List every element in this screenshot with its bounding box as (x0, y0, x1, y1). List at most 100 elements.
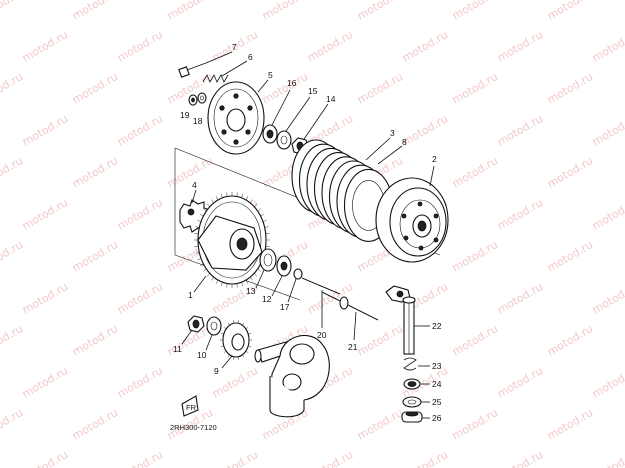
watermark-text: motod.ru (450, 238, 500, 274)
callout-2: 2 (432, 154, 437, 164)
gear-tooth (211, 276, 214, 281)
watermark-text: motod.ru (70, 322, 120, 358)
watermark-text: motod.ru (20, 448, 70, 468)
gear-tooth (220, 332, 224, 335)
callout-14: 14 (326, 94, 336, 104)
gear-tooth (248, 345, 252, 348)
watermark-text: motod.ru (20, 28, 70, 64)
clutch-housing-part-1 (193, 192, 270, 293)
leader-8 (377, 145, 403, 165)
callout-15: 15 (308, 86, 318, 96)
callout-8: 8 (402, 137, 407, 147)
push-rod-part-21 (321, 291, 379, 341)
callout-17: 17 (280, 302, 290, 312)
callout-20: 20 (317, 330, 327, 340)
gear-tooth (262, 219, 267, 222)
gear-tooth (264, 226, 269, 228)
washer-part-19 (188, 94, 198, 106)
watermark-text: motod.ru (355, 0, 405, 23)
watermark-text: motod.ru (545, 154, 595, 190)
svg-text:FR: FR (186, 403, 197, 412)
gear-tooth (265, 246, 270, 248)
gear-tooth (199, 263, 204, 267)
gear-tooth (223, 350, 227, 354)
gear-tooth (211, 199, 214, 204)
gear-tooth (257, 208, 261, 212)
gear-tooth (221, 282, 223, 287)
callout-6: 6 (248, 52, 253, 62)
washer-part-15 (276, 96, 311, 150)
crankshaft (254, 335, 330, 418)
watermark-text: motod.ru (590, 196, 625, 232)
drawing-code: 2RH300-7120 (170, 423, 217, 432)
gear-tooth (197, 258, 202, 261)
watermark-text: motod.ru (355, 322, 405, 358)
watermark-text: motod.ru (115, 364, 165, 400)
watermark-text: motod.ru (70, 238, 120, 274)
gear-tooth (195, 226, 200, 228)
front-direction-marker: FR (181, 395, 199, 417)
primary-drive-gear-part-9 (220, 320, 252, 369)
watermark-text: motod.ru (545, 0, 595, 23)
gear-tooth (195, 252, 200, 254)
gear-tooth (197, 219, 202, 222)
watermark-text: motod.ru (20, 196, 70, 232)
watermark-text: motod.ru (450, 322, 500, 358)
watermark-text: motod.ru (355, 406, 405, 442)
watermark-text: motod.ru (20, 364, 70, 400)
watermark-text: motod.ru (545, 406, 595, 442)
watermark-text: motod.ru (400, 28, 450, 64)
watermark-text: motod.ru (450, 0, 500, 23)
watermark-text: motod.ru (305, 280, 355, 316)
gear-teeth (220, 320, 252, 360)
callout-24: 24 (432, 379, 442, 389)
gear-tooth (206, 203, 210, 207)
watermark-text: motod.ru (590, 448, 625, 468)
gear-tooth (241, 193, 243, 198)
gear-tooth (194, 232, 199, 234)
callout-12: 12 (262, 294, 272, 304)
callout-21: 21 (348, 342, 358, 352)
gear-tooth (248, 332, 252, 335)
callout-1: 1 (188, 290, 193, 300)
gear-tooth (242, 354, 245, 358)
gear-tooth (194, 246, 199, 248)
gear-tooth (199, 213, 204, 217)
thrust-washer-part-12 (271, 255, 292, 297)
gear-tooth (245, 350, 249, 354)
callout-7: 7 (232, 42, 237, 52)
gear-tooth (223, 326, 227, 330)
callout-3: 3 (390, 128, 395, 138)
gear-tooth (238, 356, 240, 360)
watermark-text: motod.ru (545, 238, 595, 274)
watermark-text: motod.ru (590, 280, 625, 316)
callout-4: 4 (192, 180, 197, 190)
callout-26: 26 (432, 413, 442, 423)
watermark-text: motod.ru (450, 70, 500, 106)
watermark-text: motod.ru (0, 406, 25, 442)
gear-tooth (226, 283, 228, 288)
watermark-text: motod.ru (495, 28, 545, 64)
ball-part-17 (287, 268, 303, 303)
gear-tooth (250, 199, 253, 204)
callout-23: 23 (432, 361, 442, 371)
callout-11: 11 (173, 344, 182, 354)
watermark-text: motod.ru (115, 448, 165, 468)
watermark-text: motod.ru (165, 0, 215, 23)
gear-tooth (203, 268, 207, 272)
watermark-text: motod.ru (590, 364, 625, 400)
gear-tooth (220, 345, 224, 348)
gear-tooth (221, 193, 223, 198)
gear-tooth (260, 213, 265, 217)
push-lever-part-22 (385, 285, 430, 355)
spring-part-23 (403, 357, 430, 371)
gear-tooth (215, 196, 219, 201)
watermark-text: motod.ru (495, 280, 545, 316)
clutch-plate-stack-part-3-8 (291, 139, 394, 242)
callout-22: 22 (432, 321, 442, 331)
watermark-text: motod.ru (115, 28, 165, 64)
watermark-text: motod.ru (400, 112, 450, 148)
watermark-text: motod.ru (400, 448, 450, 468)
watermark-text: motod.ru (70, 406, 120, 442)
gear-tooth (245, 196, 249, 201)
